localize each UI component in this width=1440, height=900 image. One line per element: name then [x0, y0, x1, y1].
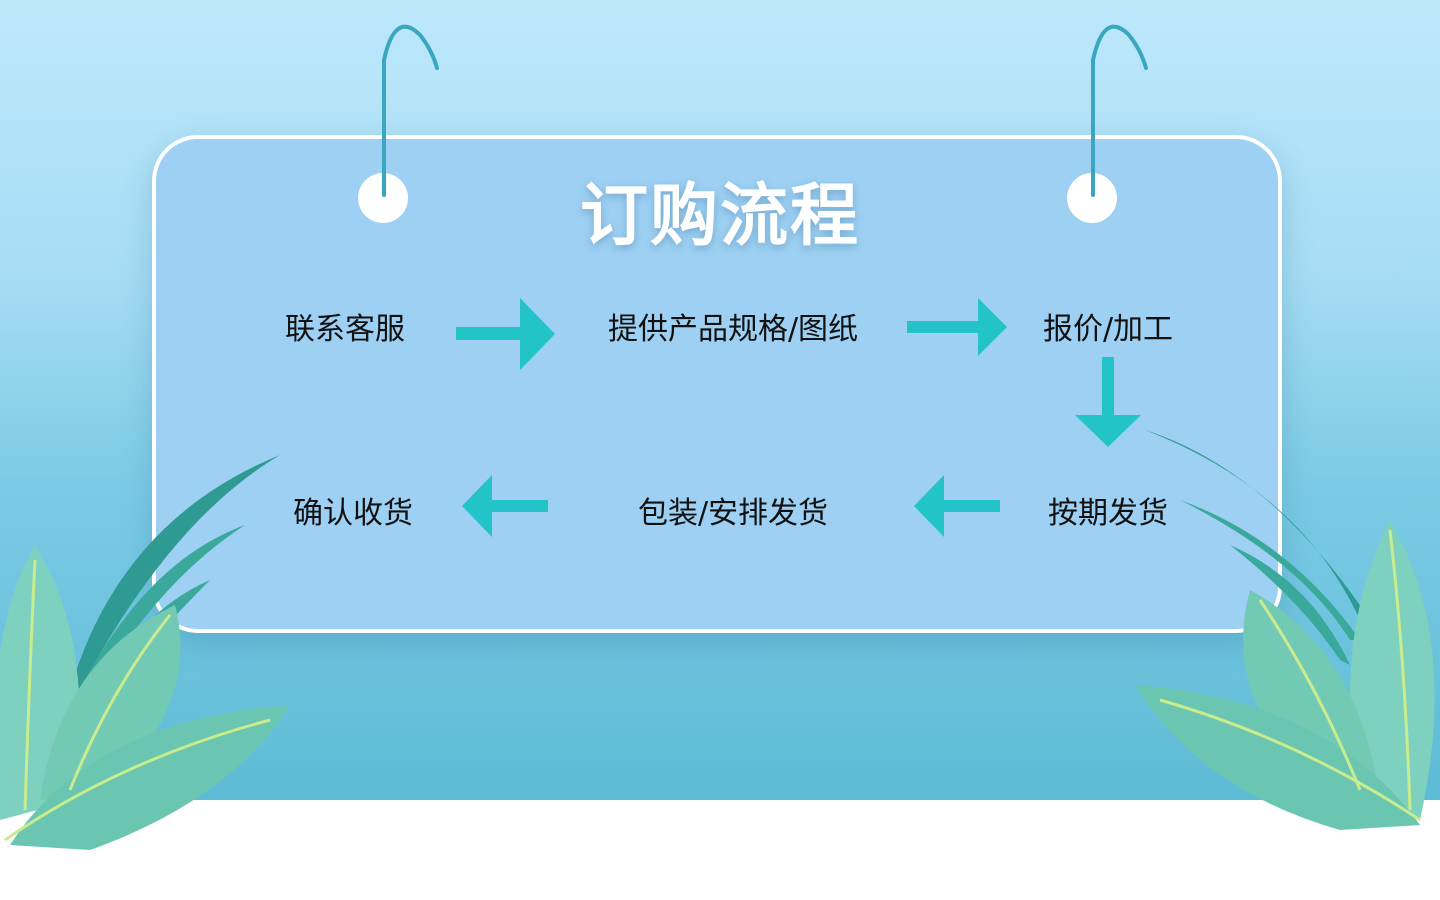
arrow-left-icon	[462, 475, 548, 537]
leaves-left-decoration	[0, 455, 290, 850]
hook-right	[1091, 24, 1148, 197]
hook-left	[382, 24, 439, 197]
step-confirm-receipt: 确认收货	[293, 496, 413, 531]
step-provide-specs: 提供产品规格/图纸	[607, 312, 859, 347]
arrow-left-icon	[914, 475, 1000, 537]
step-quote-process: 报价/加工	[1042, 312, 1174, 347]
arrow-right-icon	[907, 298, 1007, 356]
step-ship-on-schedule: 按期发货	[1048, 496, 1168, 531]
step-package-ship: 包装/安排发货	[637, 496, 829, 531]
arrow-right-icon	[456, 298, 555, 370]
arrow-down-icon	[1075, 357, 1141, 447]
page-title: 订购流程	[579, 177, 860, 256]
leaves-right-decoration	[1135, 430, 1435, 830]
step-contact-service: 联系客服	[285, 312, 405, 347]
